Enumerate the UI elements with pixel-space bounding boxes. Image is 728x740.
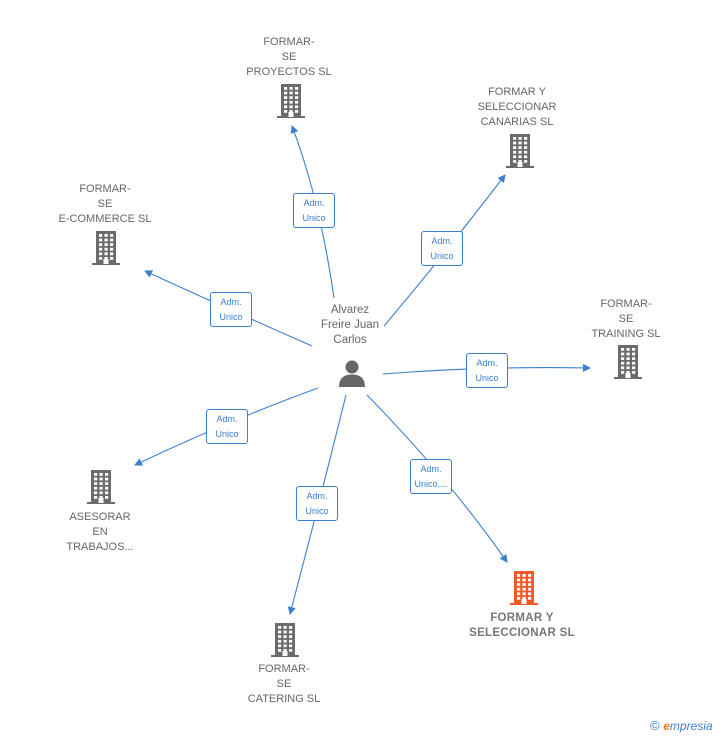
footer-brand: © empresia [650,718,713,733]
building-icon[interactable] [92,231,120,265]
company-label-training[interactable]: FORMAR- SE TRAINING SL [591,298,661,340]
person-icon[interactable] [337,358,367,388]
building-icon[interactable] [510,571,538,605]
brand-e: e [663,719,670,733]
role-badge-proyectos: Adm. Unico [293,193,335,228]
building-icon[interactable] [271,623,299,657]
role-badge-catering: Adm. Unico [296,486,338,521]
building-icon[interactable] [506,134,534,168]
company-label-asesorar[interactable]: ASESORAR EN TRABAJOS... [66,511,134,553]
role-badge-ecommerce: Adm. Unico [210,292,252,327]
copyright-icon: © [650,718,660,733]
role-badge-asesorar: Adm. Unico [206,409,248,444]
building-icon[interactable] [614,345,642,379]
role-badge-training: Adm. Unico [466,353,508,388]
company-label-canarias[interactable]: FORMAR Y SELECCIONAR CANARIAS SL [477,86,557,128]
company-label-catering[interactable]: FORMAR- SE CATERING SL [247,663,321,705]
building-icon[interactable] [277,84,305,118]
building-icon[interactable] [87,470,115,504]
brand-name: mpresia [669,719,713,733]
role-badge-canarias: Adm. Unico [421,231,463,266]
role-badge-seleccionar: Adm. Unico,... [410,459,452,494]
person-name[interactable]: Alvarez Freire Juan Carlos [320,303,380,348]
company-label-seleccionar[interactable]: FORMAR Y SELECCIONAR SL [469,612,575,639]
company-label-proyectos[interactable]: FORMAR- SE PROYECTOS SL [246,36,332,78]
company-label-ecommerce[interactable]: FORMAR- SE E-COMMERCE SL [58,183,152,225]
